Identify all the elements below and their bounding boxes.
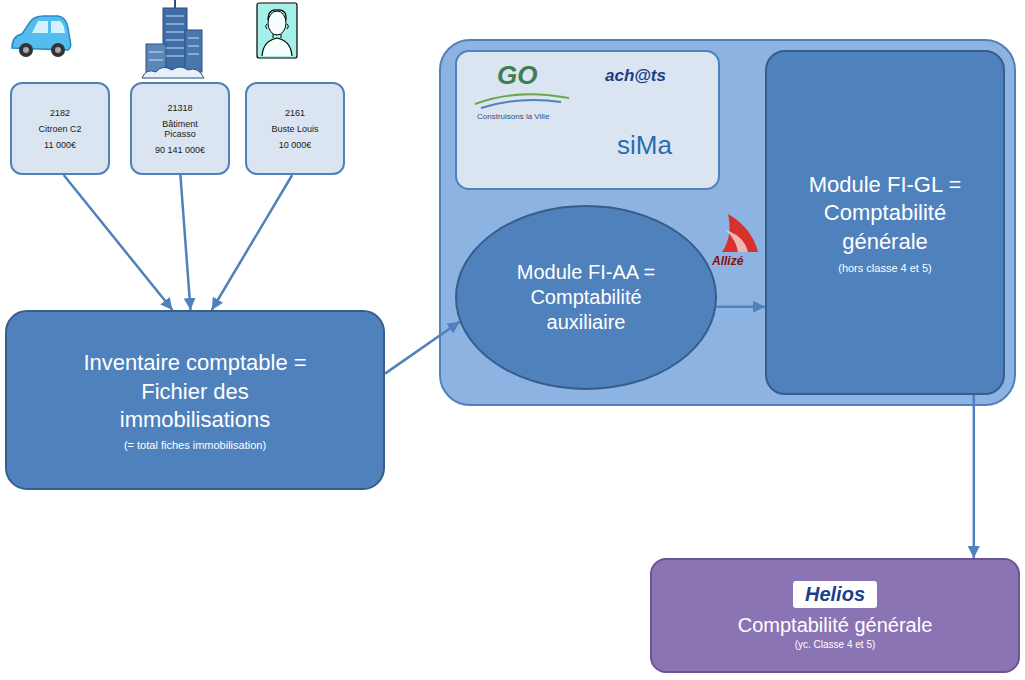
building-icon — [142, 0, 204, 78]
inventory-box: Inventaire comptable = Fichier des immob… — [5, 310, 385, 490]
node-text: (hors classe 4 et 5) — [838, 262, 932, 274]
node-text: Comptabilité générale — [738, 614, 933, 637]
asset-card: 2182Citroen C2 11 000€ — [10, 82, 110, 175]
logo-text: siMa — [617, 130, 672, 161]
node-text: (yc. Classe 4 et 5) — [795, 639, 876, 650]
node-text: Bâtiment Picasso — [150, 119, 210, 139]
node-text: 10 000€ — [279, 140, 312, 150]
node-text: Citroen C2 — [38, 124, 81, 134]
system-panel — [440, 40, 1015, 405]
text-stack: 2182Citroen C2 11 000€ — [38, 105, 81, 153]
node-text: (= total fiches immobilisation) — [124, 439, 266, 451]
helios-box: HeliosComptabilité générale (yc. Classe 4… — [650, 558, 1020, 673]
system-group: Allizé GO Construisons la Ville ach@ts siMaM… — [440, 40, 1015, 405]
text-stack: HeliosComptabilité générale (yc. Classe 4… — [738, 581, 933, 650]
node-title: 2161 — [285, 108, 305, 118]
node-title: Module FI-GL = Comptabilité générale — [785, 171, 985, 257]
node-text: 90 141 000€ — [155, 145, 205, 155]
node-title: Inventaire comptable = Fichier des immob… — [70, 349, 320, 435]
asset-card: 2161Buste Louis 10 000€ — [245, 82, 345, 175]
asset-card: 21318Bâtiment Picasso 90 141 000€ — [130, 82, 230, 175]
logo-text: Allizé — [712, 254, 743, 268]
node-text: Buste Louis — [271, 124, 318, 134]
text-stack: 21318Bâtiment Picasso 90 141 000€ — [150, 100, 210, 158]
text-stack: Module FI-GL = Comptabilité générale (hor… — [785, 171, 985, 275]
flow-arrow — [385, 322, 460, 374]
logo-text: ach@ts — [605, 66, 666, 86]
text-stack: Module FI-AA = Comptabilité auxiliaire — [511, 260, 661, 335]
flow-arrow — [212, 175, 292, 310]
swoosh-line — [481, 100, 561, 108]
node-title: 2182 — [50, 108, 70, 118]
node-title: Module FI-AA = Comptabilité auxiliaire — [511, 260, 661, 335]
module-box: Module FI-GL = Comptabilité générale (hor… — [765, 50, 1005, 395]
logo-text: Construisons la Ville — [477, 112, 549, 121]
logo-panel: GO Construisons la Ville ach@ts siMa — [455, 50, 720, 190]
module-ellipse: Module FI-AA = Comptabilité auxiliaire — [455, 205, 717, 390]
ellipse-shape — [456, 206, 716, 389]
flow-arrow — [180, 175, 190, 310]
swoosh-line — [475, 94, 569, 104]
bust-icon — [257, 3, 297, 58]
flow-arrow — [716, 306, 765, 309]
node-text: 11 000€ — [44, 140, 76, 150]
text-stack: Inventaire comptable = Fichier des immob… — [70, 349, 320, 451]
car-icon — [12, 16, 71, 57]
logo-text: GO — [497, 60, 537, 91]
flow-arrow — [64, 175, 173, 310]
node-title: 21318 — [167, 103, 192, 113]
flow-arrow — [973, 395, 976, 558]
node-title: Helios — [793, 581, 877, 608]
text-stack: 2161Buste Louis 10 000€ — [271, 105, 318, 153]
sail-logo — [722, 214, 758, 252]
